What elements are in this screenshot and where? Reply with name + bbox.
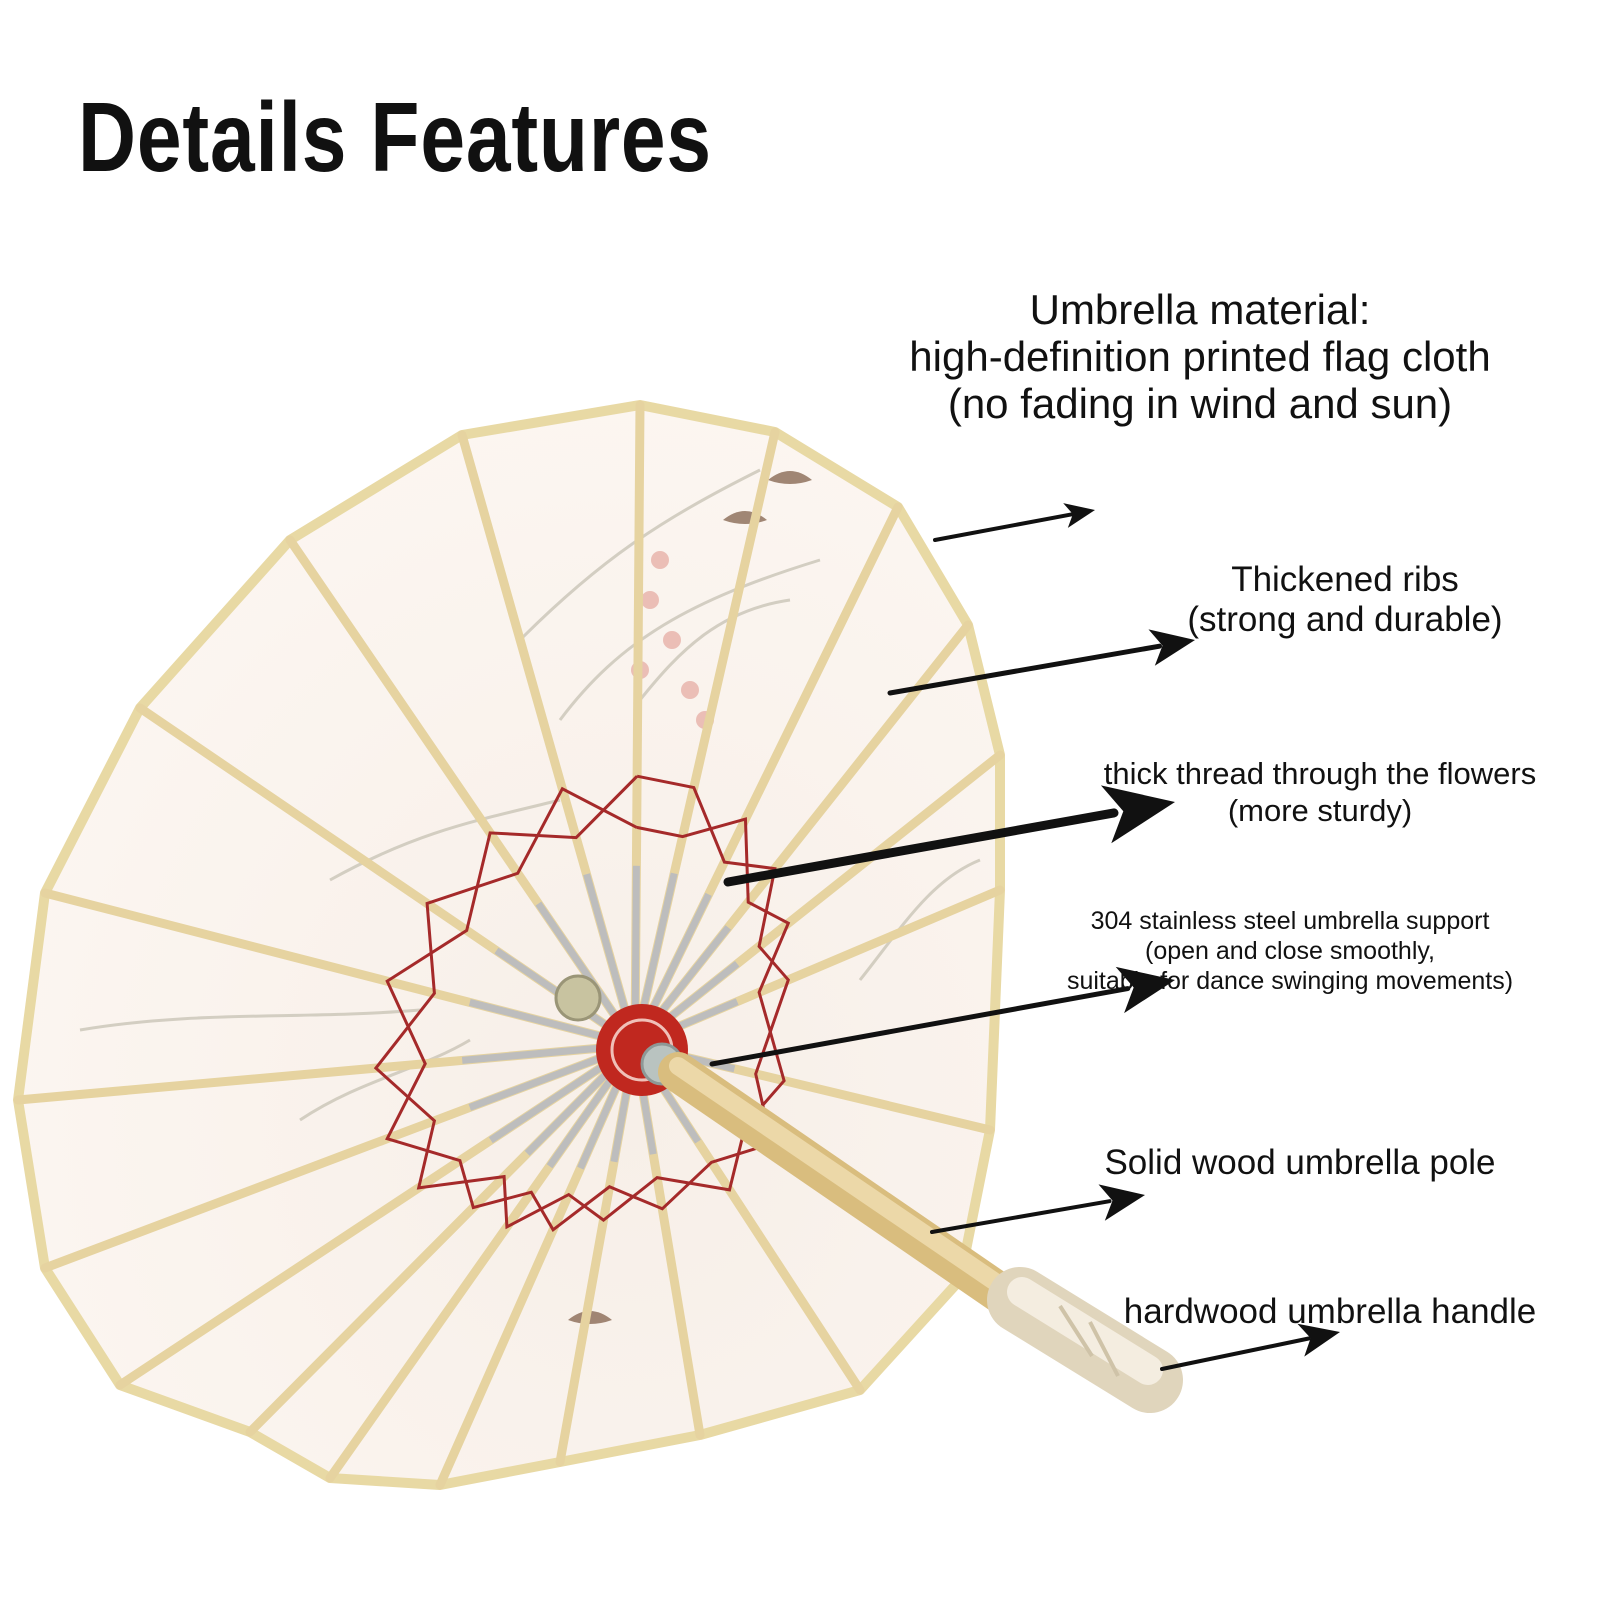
callout-material: Umbrella material: high-definition print…: [840, 286, 1560, 427]
print-branch-3: [79, 1008, 421, 1032]
arrow-shaft-2: [723, 808, 1119, 887]
arrow-icon: [887, 629, 1195, 696]
callout-arrows: [709, 503, 1340, 1371]
arrow-head-2: [1100, 785, 1175, 844]
callout-steel-line-1: 304 stainless steel umbrella support: [1090, 907, 1490, 935]
callout-ribs-line-1: Thickened ribs: [1231, 560, 1459, 599]
callout-handle-line-1: hardwood umbrella handle: [1123, 1292, 1537, 1331]
callout-ribs: Thickened ribs (strong and durable): [1150, 560, 1540, 640]
arrow-icon: [933, 503, 1095, 542]
umbrella-canopy: [13, 400, 1005, 1490]
umbrella-pole: [658, 1052, 1030, 1320]
callout-material-line-3: (no fading in wind and sun): [947, 380, 1453, 427]
runner: [554, 974, 602, 1022]
arrow-shaft-5: [1160, 1336, 1311, 1371]
thread-zigzag: [385, 774, 791, 1233]
arrow-shaft-0: [933, 512, 1076, 542]
page-title: Details Features: [78, 82, 712, 192]
arrow-head-4: [1098, 1184, 1145, 1221]
callout-material-line-1: Umbrella material:: [1029, 286, 1371, 333]
callout-thread-line-2: (more sturdy): [1227, 793, 1413, 828]
callout-handle: hardwood umbrella handle: [1095, 1292, 1565, 1332]
callout-ribs-line-2: (strong and durable): [1187, 600, 1503, 639]
canopy-fabric: [13, 400, 1005, 1490]
print-branch-0: [518, 468, 761, 642]
arrow-shaft-3: [709, 986, 1131, 1067]
print-blossom-3: [681, 681, 699, 699]
arrow-shaft-1: [887, 643, 1163, 696]
callout-material-line-2: high-definition printed flag cloth: [909, 333, 1491, 380]
flower-bird-print: [79, 468, 981, 1324]
arrow-head-5: [1297, 1323, 1340, 1357]
umbrella-handle: [987, 1267, 1183, 1413]
callout-pole: Solid wood umbrella pole: [1070, 1143, 1530, 1183]
arrow-head-0: [1063, 503, 1095, 528]
callout-pole-line-1: Solid wood umbrella pole: [1104, 1143, 1496, 1182]
arrow-icon: [930, 1184, 1145, 1234]
print-branch-6: [299, 1038, 471, 1122]
print-blossom-2: [663, 631, 681, 649]
arrow-icon: [723, 785, 1175, 887]
arrow-icon: [709, 966, 1175, 1067]
print-branch-4: [858, 858, 981, 981]
print-blossom-0: [651, 551, 669, 569]
print-blossom-1: [641, 591, 659, 609]
arrow-head-3: [1115, 966, 1175, 1014]
callout-thread-line-1: thick thread through the flowers: [1103, 756, 1537, 791]
callout-steel-line-2: (open and close smoothly,: [1145, 937, 1435, 965]
arrow-head-1: [1148, 629, 1195, 666]
thread-zigzag-2: [373, 786, 791, 1230]
callout-thread: thick thread through the flowers (more s…: [1060, 755, 1580, 829]
print-branch-5: [638, 598, 791, 701]
print-branch-1: [558, 558, 821, 721]
flower-thread: [373, 774, 791, 1233]
arrow-icon: [1160, 1323, 1340, 1371]
print-bird-0: [768, 471, 812, 484]
arrow-shaft-4: [930, 1199, 1112, 1234]
